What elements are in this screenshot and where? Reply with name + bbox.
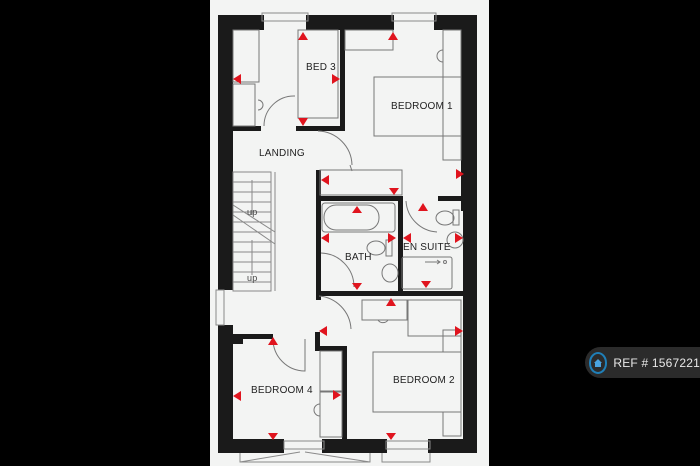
home-icon bbox=[589, 351, 608, 374]
stairs bbox=[232, 171, 276, 292]
room-label-bed3: BED 3 bbox=[306, 62, 336, 73]
room-label-landing: LANDING bbox=[259, 148, 305, 159]
reference-badge: REF # 1567221 bbox=[585, 347, 700, 378]
room-label-bedroom2: BEDROOM 2 bbox=[393, 375, 455, 386]
stairs-label-upper: up bbox=[247, 207, 258, 217]
reference-text: REF # 1567221 bbox=[613, 355, 700, 370]
room-label-bath: BATH bbox=[345, 252, 372, 263]
stairs-label-lower: up bbox=[247, 273, 258, 283]
walls bbox=[218, 15, 477, 453]
markers bbox=[233, 32, 464, 440]
windows bbox=[215, 12, 437, 463]
fixtures bbox=[232, 29, 464, 438]
room-label-bedroom4: BEDROOM 4 bbox=[251, 385, 313, 396]
room-label-bedroom1: BEDROOM 1 bbox=[391, 101, 453, 112]
room-label-en-suite: EN SUITE bbox=[403, 242, 451, 253]
